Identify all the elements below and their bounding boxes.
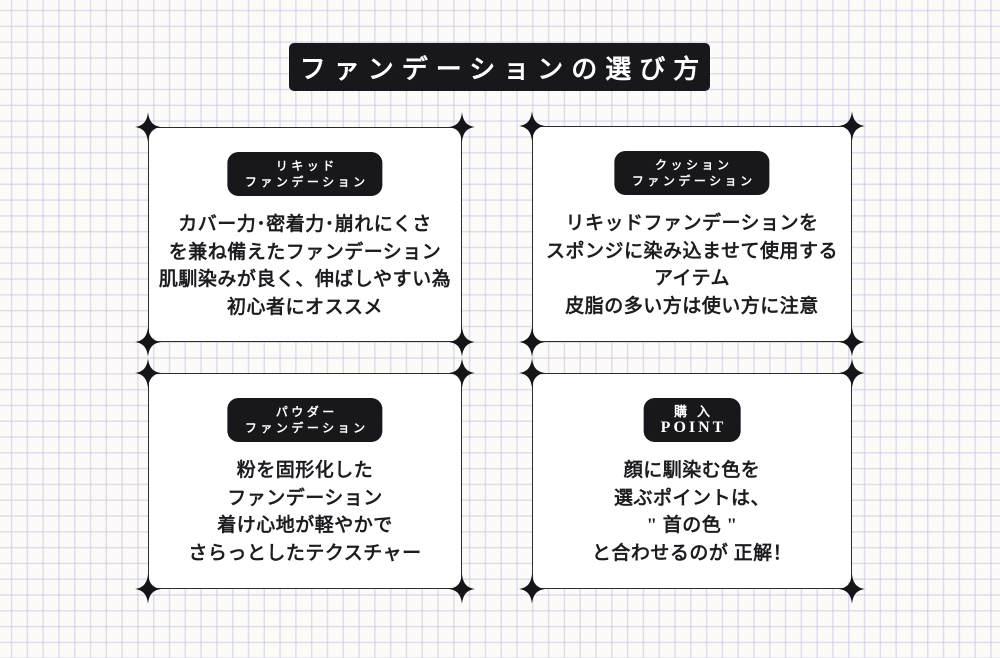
sparkle-icon bbox=[135, 358, 161, 388]
description-line: さらっとしたテクスチャー bbox=[188, 542, 422, 564]
sparkle-icon bbox=[135, 112, 161, 142]
description-line: リキッドファンデーションを bbox=[565, 213, 819, 234]
card-powder-foundation: パウダー ファンデーション 粉を固形化した ファンデーション 着け心地が軽やかで… bbox=[135, 358, 475, 604]
card-cushion-foundation: クッション ファンデーション リキッドファンデーションを スポンジに染み込ませて… bbox=[519, 111, 865, 357]
card-badge: リキッド ファンデーション bbox=[227, 152, 383, 196]
badge-label-line1: クッション bbox=[654, 157, 733, 172]
sparkle-icon bbox=[135, 327, 161, 357]
sparkle-icon bbox=[519, 111, 545, 141]
sparkle-icon bbox=[839, 111, 865, 141]
description-line: ファンデーション bbox=[227, 487, 383, 509]
card-description: カバー力･密着力･崩れにくさ を兼ね備えたファンデーション 肌馴染みが良く、伸ば… bbox=[152, 211, 458, 321]
description-line: アイテム bbox=[653, 268, 731, 289]
description-line: スポンジに染み込ませて使用する bbox=[546, 240, 838, 262]
sparkle-icon bbox=[449, 327, 475, 357]
description-line: を兼ね備えたファンデーション bbox=[168, 241, 442, 263]
description-line: と合わせるのが 正解！ bbox=[591, 542, 793, 564]
sparkle-icon bbox=[135, 574, 161, 604]
description-line: 肌馴染みが良く、伸ばしやすい為 bbox=[158, 269, 452, 290]
page-title-banner: ファンデーションの選び方 bbox=[289, 43, 710, 91]
badge-label-line1: パウダー bbox=[275, 404, 338, 419]
sparkle-icon bbox=[449, 358, 475, 388]
sparkle-icon bbox=[449, 574, 475, 604]
card-border bbox=[148, 373, 462, 589]
card-description: リキッドファンデーションを スポンジに染み込ませて使用する アイテム 皮脂の多い… bbox=[536, 210, 848, 320]
sparkle-icon bbox=[449, 112, 475, 142]
card-description: 粉を固形化した ファンデーション 着け心地が軽やかで さらっとしたテクスチャー bbox=[152, 457, 458, 567]
description-line: 初心者にオススメ bbox=[226, 296, 383, 318]
card-border bbox=[532, 373, 852, 589]
description-line: 着け心地が軽やかで bbox=[217, 515, 393, 536]
description-line: 皮脂の多い方は使い方に注意 bbox=[565, 295, 819, 317]
card-badge: クッション ファンデーション bbox=[614, 151, 770, 195]
sparkle-icon bbox=[519, 358, 545, 388]
description-line: 選ぶポイントは、 bbox=[613, 487, 770, 509]
page-title: ファンデーションの選び方 bbox=[299, 54, 708, 84]
description-line: 粉を固形化した bbox=[236, 460, 374, 481]
card-liquid-foundation: リキッド ファンデーション カバー力･密着力･崩れにくさ を兼ね備えたファンデー… bbox=[135, 112, 475, 357]
sparkle-icon bbox=[839, 358, 865, 388]
description-line: 顔に馴染む色を bbox=[623, 460, 761, 481]
badge-label-line2: ファンデーション bbox=[244, 421, 369, 435]
card-border bbox=[532, 126, 852, 342]
card-description: 顔に馴染む色を 選ぶポイントは、 " 首の色 " と合わせるのが 正解！ bbox=[536, 457, 848, 567]
badge-label-line2: ファンデーション bbox=[244, 175, 369, 189]
card-border bbox=[148, 127, 462, 342]
sparkle-icon bbox=[839, 574, 865, 604]
card-badge: 購入 POINT bbox=[643, 398, 741, 442]
badge-label-line1: リキッド bbox=[275, 158, 338, 173]
card-badge: パウダー ファンデーション bbox=[227, 398, 383, 442]
description-line: カバー力･密着力･崩れにくさ bbox=[178, 214, 432, 235]
card-purchase-point: 購入 POINT 顔に馴染む色を 選ぶポイントは、 " 首の色 " と合わせるの… bbox=[519, 358, 865, 604]
sparkle-icon bbox=[519, 327, 545, 357]
badge-label-line2: POINT bbox=[660, 419, 727, 436]
description-line: " 首の色 " bbox=[646, 515, 738, 536]
sparkle-icon bbox=[839, 327, 865, 357]
sparkle-icon bbox=[519, 574, 545, 604]
badge-label-line1: 購入 bbox=[673, 403, 721, 419]
badge-label-line2: ファンデーション bbox=[631, 174, 756, 188]
